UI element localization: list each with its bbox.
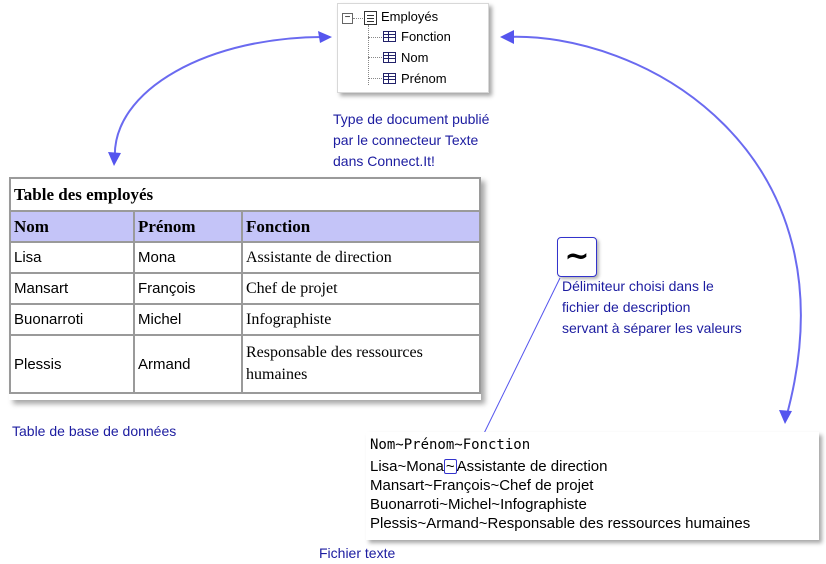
delimiter-caption: Délimiteur choisi dans le fichier de des… — [562, 276, 742, 339]
table-title: Table des employés — [9, 177, 481, 212]
arrow-tree-to-table — [113, 35, 331, 161]
arrowhead-table-top — [108, 152, 121, 166]
tree-field-prenom[interactable]: Prénom — [401, 71, 447, 86]
tree-field-fonction[interactable]: Fonction — [401, 29, 451, 44]
tree-connector — [368, 37, 382, 38]
text-file-line: Mansart~François~Chef de projet — [370, 477, 594, 494]
table-cell: Responsable des ressources humaines — [241, 334, 481, 394]
highlighted-delimiter: ~ — [443, 458, 457, 475]
collapse-icon[interactable]: − — [342, 13, 353, 24]
table-cell: Chef de projet — [241, 272, 481, 305]
tree-root-label[interactable]: Employés — [381, 9, 439, 24]
column-header-prenom: Prénom — [133, 210, 243, 243]
arrowhead-textfile-top — [779, 410, 792, 424]
arrowhead-tree-right — [500, 30, 514, 44]
text-file-segment: Lisa~Mona — [370, 458, 444, 475]
table-cell: Lisa — [9, 241, 135, 274]
table-cell: Mansart — [9, 272, 135, 305]
field-icon — [383, 52, 396, 63]
arrow-tree-to-textfile — [504, 35, 802, 419]
document-icon — [364, 11, 377, 25]
table-row: Plessis Armand Responsable des ressource… — [9, 334, 481, 394]
text-file-line: Lisa~Mona~Assistante de direction — [370, 458, 608, 475]
tree-connector — [353, 18, 363, 19]
table-cell: Infographiste — [241, 303, 481, 336]
field-icon — [383, 73, 396, 84]
tree-caption-line: par le connecteur Texte — [333, 132, 479, 148]
delimiter-pointer-line — [469, 277, 561, 463]
table-cell: Mona — [133, 241, 243, 274]
arrowhead-tree-left — [318, 31, 332, 43]
text-file-header-line: Nom~Prénom~Fonction — [370, 437, 531, 453]
column-header-nom: Nom — [9, 210, 135, 243]
db-caption: Table de base de données — [12, 423, 177, 439]
tree-caption-line: Type de document publié — [333, 111, 490, 127]
table-cell: Armand — [133, 334, 243, 394]
delimiter-caption-line: Délimiteur choisi dans le — [562, 278, 714, 294]
text-file-caption: Fichier texte — [319, 545, 396, 561]
document-type-tree: − Employés Fonction Nom Prénom — [337, 3, 489, 93]
column-header-fonction: Fonction — [241, 210, 481, 243]
text-file-segment: Assistante de direction — [456, 458, 608, 475]
delimiter-symbol: ~ — [557, 237, 597, 277]
tree-caption-line: dans Connect.It! — [333, 153, 435, 169]
table-cell: Assistante de direction — [241, 241, 481, 274]
table-cell: François — [133, 272, 243, 305]
table-cell: Michel — [133, 303, 243, 336]
delimiter-caption-line: fichier de description — [562, 299, 691, 315]
tree-connector — [368, 57, 382, 58]
table-cell: Buonarroti — [9, 303, 135, 336]
database-table: Table des employés Nom Prénom Fonction L… — [9, 177, 481, 400]
tree-caption: Type de document publié par le connecteu… — [333, 109, 489, 172]
field-icon — [383, 31, 396, 42]
delimiter-caption-line: servant à séparer les valeurs — [562, 320, 742, 336]
tree-field-nom[interactable]: Nom — [401, 50, 429, 65]
text-file-panel: Nom~Prénom~Fonction Lisa~Mona~Assistante… — [366, 432, 819, 540]
text-file-line: Buonarroti~Michel~Infographiste — [370, 496, 587, 513]
tree-connector — [368, 78, 382, 79]
table-row: Lisa Mona Assistante de direction — [9, 241, 481, 274]
table-row: Mansart François Chef de projet — [9, 272, 481, 305]
text-file-line: Plessis~Armand~Responsable des ressource… — [370, 515, 751, 532]
tree-connector — [368, 25, 369, 85]
table-cell: Plessis — [9, 334, 135, 394]
table-row: Buonarroti Michel Infographiste — [9, 303, 481, 336]
